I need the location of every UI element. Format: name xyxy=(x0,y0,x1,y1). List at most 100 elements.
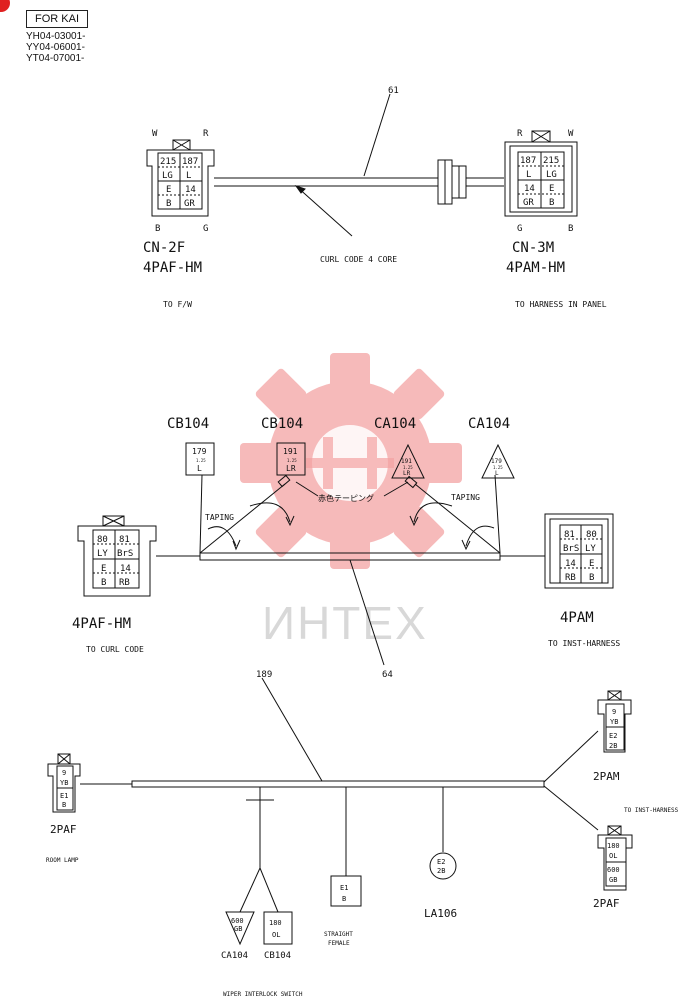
terminal-num: 179 xyxy=(192,447,207,456)
cell-text: LG xyxy=(162,171,173,181)
terminal-color: LR xyxy=(286,464,296,473)
connector-4pam xyxy=(544,513,614,589)
terminal-ca104-a xyxy=(391,443,425,489)
connector-dest: TO HARNESS IN PANEL xyxy=(515,300,607,309)
terminal-ca104-wiper xyxy=(225,911,255,946)
model-number: YT04-07001- xyxy=(26,53,85,64)
wire-label: R xyxy=(203,129,209,139)
cell-text: 9 xyxy=(62,769,66,777)
harness-64 xyxy=(156,474,545,666)
connector-dest: ROOM LAMP xyxy=(46,857,79,864)
cell-text: B xyxy=(589,573,594,583)
cell-text: E2 xyxy=(437,858,445,866)
model-number: YH04-03001- xyxy=(26,31,86,42)
connector-dest: TO F/W xyxy=(163,300,192,309)
connector-type: 4PAF-HM xyxy=(72,616,131,632)
cell-text: 180 xyxy=(269,919,282,927)
connector-type: 2PAM xyxy=(593,770,620,783)
cell-text: YB xyxy=(610,718,618,726)
connector-cn-3m xyxy=(504,130,578,217)
connector-2pam xyxy=(597,690,632,753)
terminal-size: 1.25 xyxy=(493,465,503,470)
terminal-color: L xyxy=(495,470,499,477)
terminal-cb104-wiper xyxy=(263,911,293,945)
cell-text: B xyxy=(166,199,171,209)
terminal-size: 1.25 xyxy=(196,458,206,463)
cell-text: E1 xyxy=(340,884,348,892)
terminal-name: CB104 xyxy=(167,416,209,432)
cell-text: 187 xyxy=(182,157,198,167)
wire-label: W xyxy=(568,129,574,139)
cell-text: 2B xyxy=(437,867,445,875)
watermark-text: ИНТЕХ xyxy=(262,597,428,649)
terminal-cb104-a xyxy=(185,442,215,476)
cell-text: E xyxy=(101,564,106,574)
wire-label: R xyxy=(517,129,523,139)
terminal-name: CA104 xyxy=(468,416,510,432)
straight-female-terminal xyxy=(330,875,362,907)
model-label: FOR KAI xyxy=(26,10,89,28)
cell-text: 81 xyxy=(564,530,575,540)
terminal-la106 xyxy=(429,852,457,880)
cell-text: 2B xyxy=(609,742,617,750)
terminal-ca104-b xyxy=(481,443,515,479)
cell-text: L xyxy=(186,171,191,181)
connector-type: 4PAF-HM xyxy=(143,260,202,276)
cell-text: LG xyxy=(546,170,557,180)
cell-text: BrS xyxy=(117,549,133,559)
cell-text: 215 xyxy=(160,157,176,167)
connector-type: 2PAF xyxy=(50,823,77,836)
cell-text: 14 xyxy=(524,184,535,194)
cell-text: 180 xyxy=(607,842,620,850)
cell-text: BrS xyxy=(563,544,579,554)
model-number-list: YH04-03001- YY04-06001- YT04-07001- xyxy=(26,31,85,64)
terminal-color: LR xyxy=(403,470,411,477)
terminal-name: CA104 xyxy=(374,416,416,432)
cell-text: 81 xyxy=(119,535,130,545)
connector-type: 2PAF xyxy=(593,897,620,910)
connector-cn-2f xyxy=(146,139,215,217)
wiper-switch-label: WIPER INTERLOCK SWITCH xyxy=(223,991,303,998)
cell-text: 600 xyxy=(607,866,620,874)
terminal-name: LA106 xyxy=(424,907,457,920)
cell-text: RB xyxy=(119,578,130,588)
cell-text: E xyxy=(589,559,594,569)
cell-text: GR xyxy=(184,199,195,209)
cell-text: YB xyxy=(60,779,68,787)
wire-label: G xyxy=(517,224,522,234)
jp-tape-label: 赤色テーピング xyxy=(318,493,374,503)
part-number-61: 61 xyxy=(388,86,399,96)
terminal-name: CB104 xyxy=(261,416,303,432)
connector-type: 4PAM-HM xyxy=(506,260,565,276)
terminal-name: CA104 xyxy=(221,951,248,961)
part-number-64: 64 xyxy=(382,670,393,680)
connector-name: CN-2F xyxy=(143,240,185,256)
connector-type: 4PAM xyxy=(560,610,594,626)
cell-text: 14 xyxy=(565,559,576,569)
cell-text: 9 xyxy=(612,708,616,716)
cell-text: 80 xyxy=(586,530,597,540)
cell-text: 600 xyxy=(231,917,244,925)
terminal-cb104-b xyxy=(276,442,306,488)
cell-text: 80 xyxy=(97,535,108,545)
wire-label: W xyxy=(152,129,158,139)
cell-text: LY xyxy=(585,544,596,554)
cell-text: E2 xyxy=(609,732,617,740)
taping-label: TAPING xyxy=(205,513,234,522)
cell-text: B xyxy=(62,801,66,809)
connector-room-lamp xyxy=(47,753,81,813)
cell-text: E xyxy=(166,185,171,195)
watermark-gear-logo xyxy=(240,353,462,569)
cell-text: L xyxy=(526,170,531,180)
straight-label: FEMALE xyxy=(328,940,350,947)
terminal-color: L xyxy=(197,464,202,473)
curl-code-cable xyxy=(214,93,504,237)
harness-189 xyxy=(80,677,599,913)
model-number: YY04-06001- xyxy=(26,42,85,53)
cell-text: B xyxy=(342,895,346,903)
taping-label: TAPING xyxy=(451,493,480,502)
terminal-num: 191 xyxy=(401,458,412,465)
cell-text: 215 xyxy=(543,156,559,166)
cell-text: GR xyxy=(523,198,534,208)
